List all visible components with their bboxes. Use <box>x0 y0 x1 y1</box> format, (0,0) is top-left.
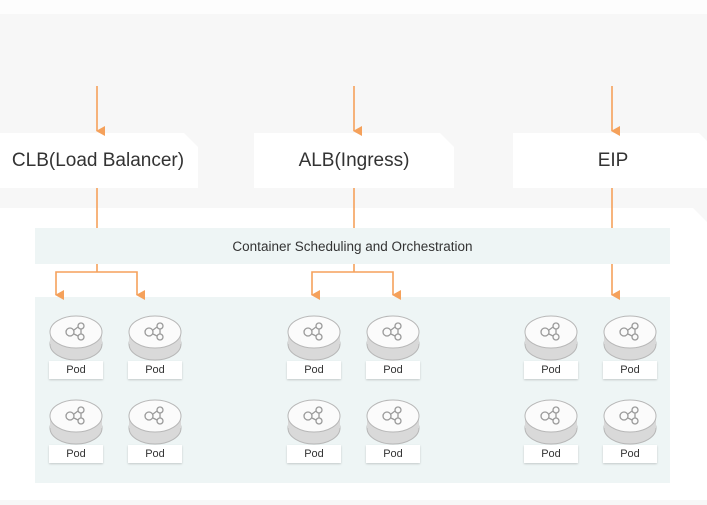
pod-eip-4: Pod <box>602 394 658 464</box>
pod-eip-2: Pod <box>602 310 658 380</box>
pod-alb-3: Pod <box>286 394 342 464</box>
branch-alb-right <box>354 271 401 300</box>
network-nodes-icon <box>49 399 103 445</box>
pod-label: Pod <box>49 361 103 379</box>
network-nodes-icon <box>366 399 420 445</box>
network-nodes-icon <box>524 399 578 445</box>
network-nodes-icon <box>128 315 182 361</box>
pod-clb-1: Pod <box>48 310 104 380</box>
pod-alb-2: Pod <box>365 310 421 380</box>
pod-label: Pod <box>603 361 657 379</box>
pod-label: Pod <box>366 445 420 463</box>
pod-label: Pod <box>49 445 103 463</box>
service-clb: CLB(Load Balancer) <box>0 133 198 188</box>
pod-clb-3: Pod <box>48 394 104 464</box>
pod-alb-4: Pod <box>365 394 421 464</box>
network-nodes-icon <box>603 399 657 445</box>
network-nodes-icon <box>287 315 341 361</box>
pod-label: Pod <box>366 361 420 379</box>
pod-label: Pod <box>524 445 578 463</box>
service-eip: EIP <box>513 133 707 188</box>
branch-clb-left <box>55 271 97 300</box>
pod-eip-1: Pod <box>523 310 579 380</box>
pod-label: Pod <box>128 445 182 463</box>
pod-label: Pod <box>603 445 657 463</box>
branch-clb-right <box>97 271 145 300</box>
network-nodes-icon <box>49 315 103 361</box>
scheduler-bar: Container Scheduling and Orchestration <box>35 228 670 264</box>
network-nodes-icon <box>287 399 341 445</box>
network-nodes-icon <box>128 399 182 445</box>
network-nodes-icon <box>524 315 578 361</box>
pod-label: Pod <box>128 361 182 379</box>
pod-label: Pod <box>287 361 341 379</box>
pod-clb-4: Pod <box>127 394 183 464</box>
pod-alb-1: Pod <box>286 310 342 380</box>
network-nodes-icon <box>366 315 420 361</box>
pod-clb-2: Pod <box>127 310 183 380</box>
pod-eip-3: Pod <box>523 394 579 464</box>
branch-alb-left <box>311 271 354 300</box>
service-alb: ALB(Ingress) <box>254 133 454 188</box>
network-nodes-icon <box>603 315 657 361</box>
pod-label: Pod <box>524 361 578 379</box>
cluster-corner <box>693 208 707 222</box>
pod-label: Pod <box>287 445 341 463</box>
top-band <box>0 0 707 14</box>
